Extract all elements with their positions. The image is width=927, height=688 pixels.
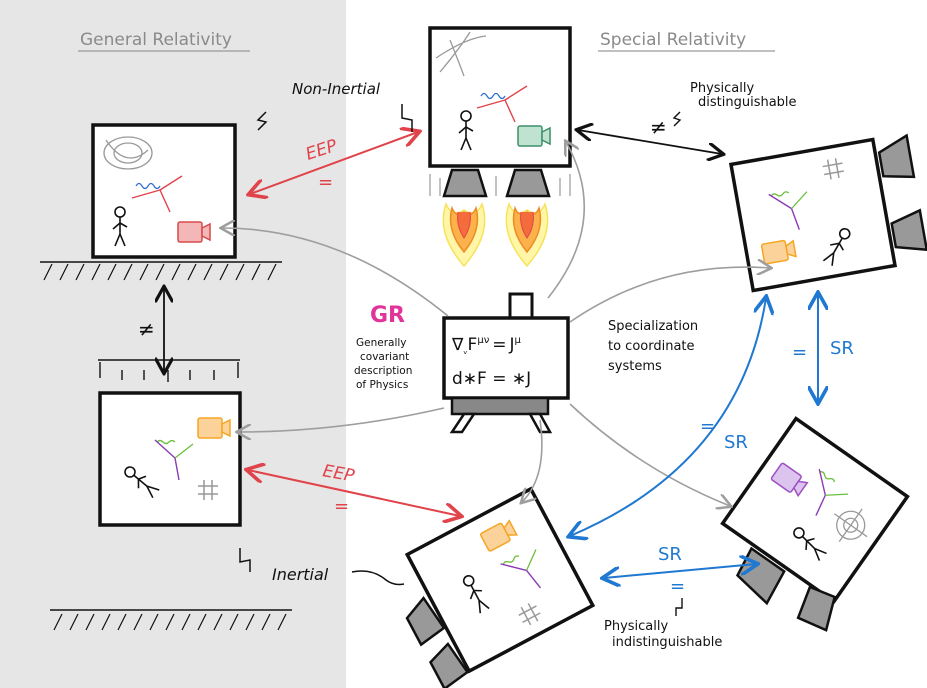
non-inertial-label: Non-Inertial (292, 80, 381, 98)
neq-top-right: ≠ (650, 115, 667, 139)
rocket-box (428, 26, 572, 268)
accelerated-tilted-box (728, 133, 927, 293)
header-special-relativity: Special Relativity (600, 30, 746, 50)
specialization-line3: systems (608, 359, 662, 374)
sr-bottom-eq: = (670, 576, 685, 597)
general-relativity-panel (0, 0, 346, 688)
physically-indistinguishable-2: indistinguishable (612, 635, 722, 650)
inertial-box (404, 486, 596, 688)
sr-right-label: SR (830, 338, 854, 359)
gr-desc-line4: of Physics (356, 379, 408, 391)
header-general-relativity: General Relativity (80, 30, 232, 50)
equation-maxwell-2: d∗F = ∗J (452, 369, 531, 389)
sr-middle-eq: = (700, 416, 715, 437)
eep-bottom-eq: = (334, 496, 349, 517)
free-fall-box (98, 359, 242, 527)
physically-distinguishable-2: distinguishable (698, 95, 797, 110)
eep-top-eq: = (318, 172, 333, 193)
inertial-label: Inertial (272, 565, 329, 584)
sr-bottom-label: SR (658, 544, 682, 565)
physically-distinguishable-1: Physically (690, 81, 754, 96)
gr-desc-line2: covariant (360, 351, 409, 363)
sr-middle-label: SR (724, 432, 748, 453)
sr-right-eq: = (792, 342, 807, 363)
gr-desc-line3: description (354, 365, 412, 377)
earth-lab-box (91, 123, 237, 259)
equation-maxwell-1: ∇ᵥFμν=Jμ (451, 335, 522, 357)
gr-computer: ∇ᵥFμν=Jμ d∗F = ∗J (442, 292, 570, 434)
neq-left: ≠ (138, 317, 155, 341)
specialization-line2: to coordinate (608, 339, 695, 354)
gr-label: GR (370, 303, 405, 328)
specialization-line1: Specialization (608, 319, 698, 334)
gr-desc-line1: Generally (356, 337, 407, 349)
physically-indistinguishable-1: Physically (604, 619, 668, 634)
